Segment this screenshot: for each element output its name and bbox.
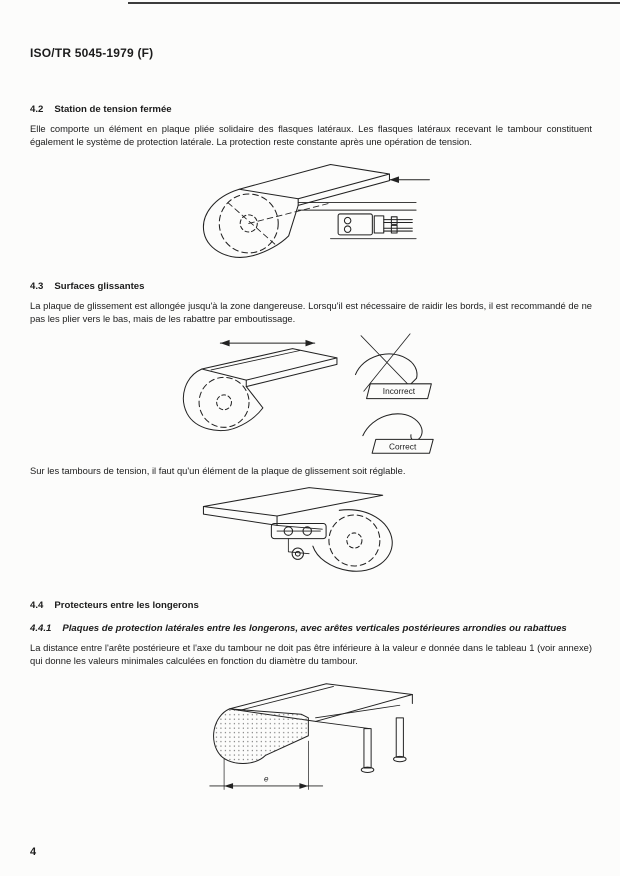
section-4-3-number: 4.3 [30,281,44,292]
page-content: ISO/TR 5045-1979 (F) 4.2 Station de tensi… [30,0,592,805]
correct-label: Correct [389,442,417,452]
paragraph-text-pre: La distance entre l'arête postérieure et… [30,642,421,653]
section-4-4-title: Protecteurs entre les longerons [54,600,199,611]
figure-lateral-protection-plate: e [30,673,592,805]
lateral-protection-plate-drawing: e [208,683,413,790]
tension-drum-note: Sur les tambours de tension, il faut qu'… [30,465,406,476]
paragraph-text-post: donnée dans le tableau 1 (voir annexe) q… [30,642,592,666]
section-4-3-title: Surfaces glissantes [54,281,145,292]
section-4-4-1-number: 4.4.1 [30,623,52,634]
section-4-2-number: 4.2 [30,104,44,115]
section-4-4-1-heading: 4.4.1 Plaques de protection latérales ent… [30,623,592,634]
section-4-2-paragraph: Elle comporte un élément en plaque pliée… [30,123,592,147]
section-4-2-title: Station de tension fermée [54,104,172,115]
scan-artifact [128,2,620,4]
section-4-4-number: 4.4 [30,600,44,611]
figure-adjustable-sliding-plate [30,482,592,586]
figure-closed-tension-station [30,155,592,273]
incorrect-label: Incorrect [382,386,415,396]
section-4-3-paragraph: La plaque de glissement est allongée jus… [30,300,592,324]
dimension-e-label: e [263,774,268,783]
closed-tension-station-drawing [202,163,430,258]
document-reference: ISO/TR 5045-1979 (F) [30,46,154,60]
sliding-surfaces-drawing: Incorrect Correct [182,333,434,454]
adjustable-sliding-plate-drawing [202,487,393,572]
section-4-4-1-paragraph: La distance entre l'arête postérieure et… [30,641,592,667]
section-4-4-heading: 4.4 Protecteurs entre les longerons [30,600,592,611]
figure-sliding-surfaces: Incorrect Correct [30,332,592,458]
page-number: 4 [30,846,37,858]
dimension-variable: e [420,642,426,653]
section-4-4-1-title: Plaques de protection latérales entre le… [62,623,567,634]
section-4-3-heading: 4.3 Surfaces glissantes [30,281,592,292]
section-4-2-heading: 4.2 Station de tension fermée [30,104,592,115]
